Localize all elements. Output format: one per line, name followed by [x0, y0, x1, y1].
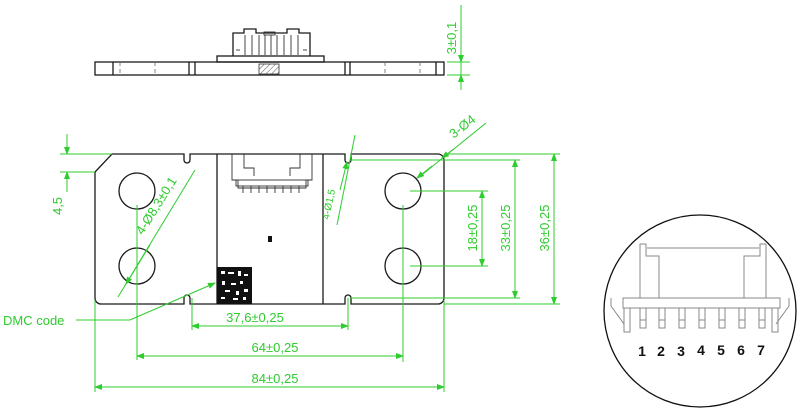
chamfer-label: 4,5: [50, 197, 65, 215]
inner-height-label: 33±0,25: [498, 205, 513, 252]
chamfer-dimension: 4,5: [50, 134, 112, 215]
corner-hole-dimension: 3-Ø4: [416, 112, 487, 179]
top-view-outline: [94, 153, 445, 305]
thickness-dimension: 3±0,1: [444, 5, 470, 90]
horizontal-dimensions: 37,6±0,25 64±0,25 84±0,25: [94, 298, 445, 392]
notch-hole-dimension: 4-Ø1,5: [321, 134, 356, 226]
dmc-code-callout: DMC code: [3, 282, 216, 328]
notch-spacing-label: 37,6±0,25: [226, 310, 284, 325]
corner-hole-label: 3-Ø4: [446, 112, 478, 142]
side-view: [94, 28, 445, 76]
dmc-code-label: DMC code: [3, 313, 64, 328]
pin-label-4: 4: [697, 342, 705, 358]
thickness-label: 3±0,1: [444, 22, 459, 54]
total-height-label: 36±0,25: [537, 205, 552, 252]
center-lines: [136, 190, 488, 362]
vertical-dimensions: 18±0,25 33±0,25 36±0,25: [350, 153, 560, 305]
mount-hole-label: 4-Ø8,3±0,1: [133, 174, 180, 237]
pin-label-5: 5: [717, 342, 725, 358]
pin-label-1: 1: [638, 343, 646, 359]
hole-spacing-label: 64±0,25: [252, 340, 299, 355]
hole-pitch-label: 18±0,25: [465, 205, 480, 252]
total-width-label: 84±0,25: [252, 371, 299, 386]
mount-hole-dimension: 4-Ø8,3±0,1: [117, 169, 196, 298]
pin-label-2: 2: [657, 343, 665, 359]
pin-label-6: 6: [737, 342, 745, 358]
pin-label-7: 7: [757, 342, 765, 358]
dmc-code-symbol: [217, 267, 252, 304]
connector-detail-view: 1 2 3 4 5 6 7: [603, 214, 797, 408]
pin-label-3: 3: [677, 343, 685, 359]
